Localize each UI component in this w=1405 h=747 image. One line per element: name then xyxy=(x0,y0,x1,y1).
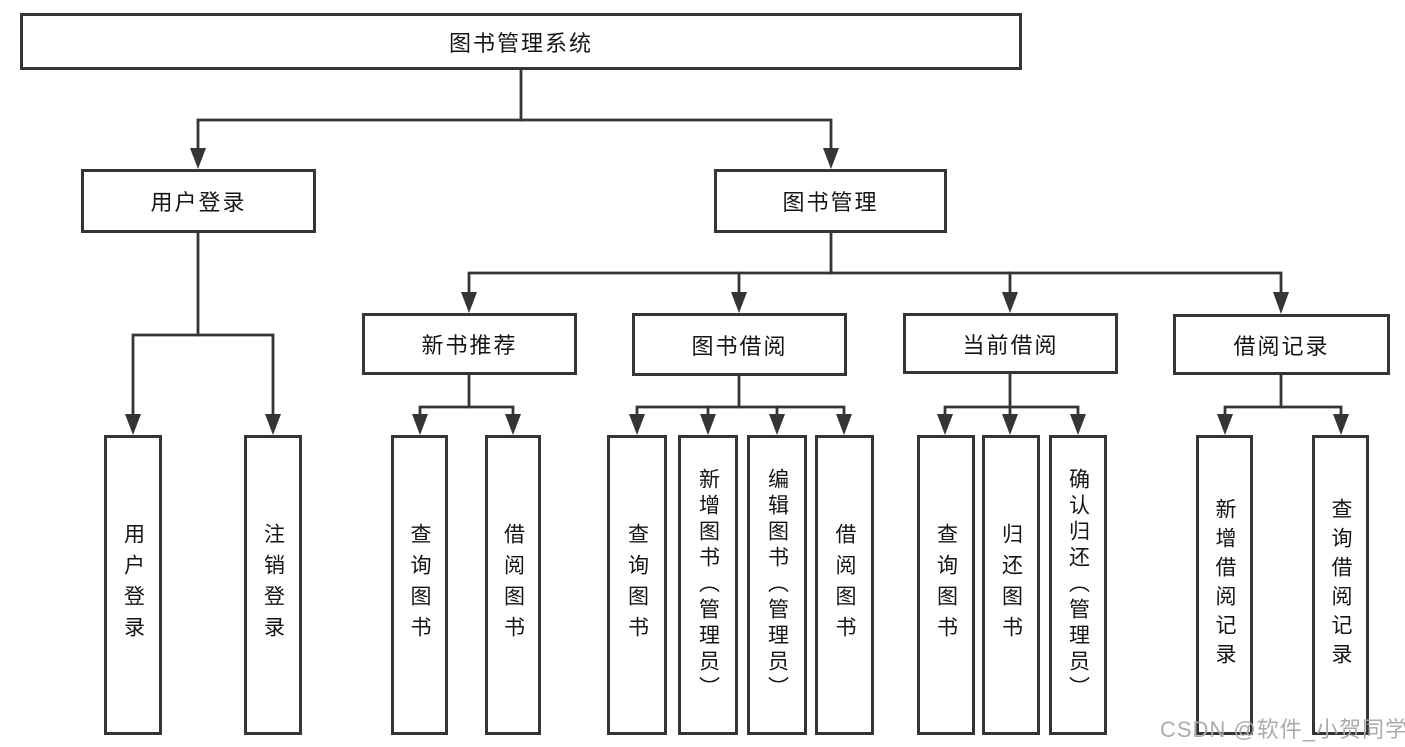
node-label: 确认归还（管理员） xyxy=(1066,468,1090,702)
module-node-book-borrowing: 图书借阅 xyxy=(632,313,847,376)
node-label: 查询图书 xyxy=(934,523,958,647)
module-node-new-book-recommendation: 新书推荐 xyxy=(362,313,577,375)
leaf-node-add-book-admin: 新增图书（管理员） xyxy=(678,435,738,735)
node-label: 图书借阅 xyxy=(691,333,788,359)
node-label: 借阅图书 xyxy=(833,523,856,647)
node-label: 查询图书 xyxy=(408,523,431,647)
leaf-node-query-books-3: 查询图书 xyxy=(917,435,975,735)
node-label: 当前借阅 xyxy=(962,332,1059,358)
leaf-node-query-borrow-record: 查询借阅记录 xyxy=(1312,435,1369,735)
module-node-current-borrowing: 当前借阅 xyxy=(903,313,1118,374)
node-label: 借阅图书 xyxy=(501,523,525,647)
node-label: 注销登录 xyxy=(261,523,285,647)
node-label: 用户登录 xyxy=(121,523,145,647)
node-label: 查询图书 xyxy=(625,523,649,647)
leaf-node-confirm-return-admin: 确认归还（管理员） xyxy=(1049,435,1107,735)
leaf-node-user-login: 用户登录 xyxy=(104,435,162,735)
leaf-node-logout: 注销登录 xyxy=(244,435,302,735)
node-label: 归还图书 xyxy=(999,523,1023,647)
leaf-node-add-borrow-record: 新增借阅记录 xyxy=(1196,435,1253,735)
node-label: 查询借阅记录 xyxy=(1329,498,1352,672)
node-label: 新增借阅记录 xyxy=(1213,498,1236,672)
node-label: 新书推荐 xyxy=(421,333,518,358)
branch-node-user-login: 用户登录 xyxy=(81,169,316,233)
csdn-watermark: CSDN @软件_小贺同学 xyxy=(1160,717,1405,742)
node-label: 图书管理 xyxy=(782,190,879,215)
leaf-node-borrow-books-1: 借阅图书 xyxy=(485,435,541,735)
leaf-node-return-books: 归还图书 xyxy=(982,435,1040,735)
node-label: 用户登录 xyxy=(150,190,247,215)
node-label: 编辑图书（管理员） xyxy=(765,468,789,702)
root-node-library-system: 图书管理系统 xyxy=(20,13,1022,70)
branch-node-book-management: 图书管理 xyxy=(714,169,947,233)
node-label: 图书管理系统 xyxy=(448,30,593,56)
leaf-node-borrow-books-2: 借阅图书 xyxy=(815,435,874,735)
node-label: 借阅记录 xyxy=(1233,333,1330,359)
module-node-borrowing-records: 借阅记录 xyxy=(1173,314,1390,375)
leaf-node-query-books-2: 查询图书 xyxy=(607,435,667,735)
leaf-node-edit-book-admin: 编辑图书（管理员） xyxy=(747,435,807,735)
node-label: 新增图书（管理员） xyxy=(696,468,720,702)
leaf-node-query-books-1: 查询图书 xyxy=(391,435,448,735)
